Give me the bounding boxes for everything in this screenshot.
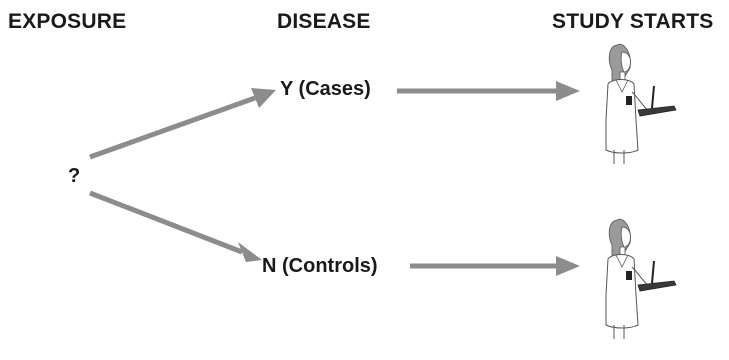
researcher-with-clipboard-icon — [605, 43, 677, 165]
arrow-controls-to-study — [410, 256, 580, 276]
exposure-unknown-label: ? — [68, 165, 81, 187]
controls-label: N (Controls) — [262, 255, 378, 277]
arrow-exposure-to-controls — [89, 190, 262, 262]
arrow-cases-to-study — [397, 81, 580, 101]
cases-label: Y (Cases) — [280, 78, 371, 100]
header-study-starts: STUDY STARTS — [552, 10, 714, 33]
header-exposure: EXPOSURE — [8, 10, 127, 33]
arrow-exposure-to-cases — [89, 88, 276, 160]
researcher-with-clipboard-icon — [605, 218, 677, 340]
header-disease: DISEASE — [277, 10, 371, 33]
